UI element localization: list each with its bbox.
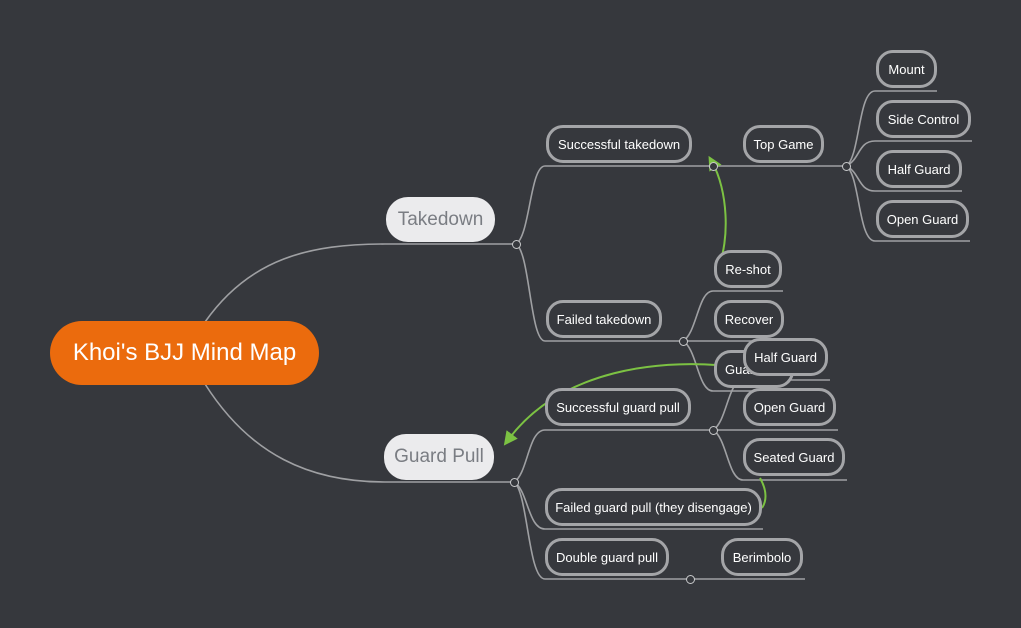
relationship-guard-to-guardpull (503, 363, 746, 446)
connector-failed-guard (682, 340, 795, 392)
collapse-knob-successful-guard-pull[interactable] (708, 425, 718, 435)
connector-central-guard-pull (204, 383, 514, 483)
topic-failed-takedown[interactable]: Failed takedown (546, 300, 662, 338)
topic-successful-guard-pull[interactable]: Successful guard pull (545, 388, 691, 426)
connector-guardpull-successful (513, 429, 713, 483)
topic-half-guard-top[interactable]: Half Guard (876, 150, 962, 188)
collapse-knob-top-game[interactable] (841, 161, 851, 171)
connector-lines (204, 90, 972, 580)
collapse-knob-takedown[interactable] (511, 239, 521, 249)
topic-failed-guard-pull[interactable]: Failed guard pull (they disengage) (545, 488, 762, 526)
connector-guardpull-failed (513, 481, 763, 530)
connector-guardpull-double (513, 481, 690, 580)
collapse-knob-guard-pull[interactable] (509, 477, 519, 487)
connector-topgame-mount (845, 90, 937, 167)
collapse-knob-failed-takedown[interactable] (678, 336, 688, 346)
connector-failed-reshot (682, 290, 783, 342)
central-topic[interactable]: Khoi's BJJ Mind Map (50, 321, 319, 385)
main-topic-guard-pull[interactable]: Guard Pull (384, 434, 494, 480)
topic-recover[interactable]: Recover (714, 300, 784, 338)
topic-double-guard-pull[interactable]: Double guard pull (545, 538, 669, 576)
connector-topgame-open-guard (845, 165, 970, 242)
connector-central-takedown (204, 243, 516, 323)
topic-half-guard-pull[interactable]: Half Guard (743, 338, 828, 376)
topic-side-control[interactable]: Side Control (876, 100, 971, 138)
topic-mount[interactable]: Mount (876, 50, 937, 88)
connector-sgp-seated-guard (712, 429, 847, 481)
topic-open-guard-top[interactable]: Open Guard (876, 200, 969, 238)
topic-top-game[interactable]: Top Game (743, 125, 824, 163)
topic-open-guard-pull[interactable]: Open Guard (743, 388, 836, 426)
main-topic-takedown[interactable]: Takedown (386, 197, 495, 242)
relationship-seated-to-failed (759, 477, 767, 509)
topic-re-shot[interactable]: Re-shot (714, 250, 782, 288)
connector-takedown-successful (515, 165, 713, 245)
topic-seated-guard[interactable]: Seated Guard (743, 438, 845, 476)
collapse-knob-successful-takedown[interactable] (708, 161, 718, 171)
topic-berimbolo[interactable]: Berimbolo (721, 538, 803, 576)
topic-successful-takedown[interactable]: Successful takedown (546, 125, 692, 163)
connector-takedown-failed (515, 243, 683, 342)
collapse-knob-double-guard-pull[interactable] (685, 574, 695, 584)
